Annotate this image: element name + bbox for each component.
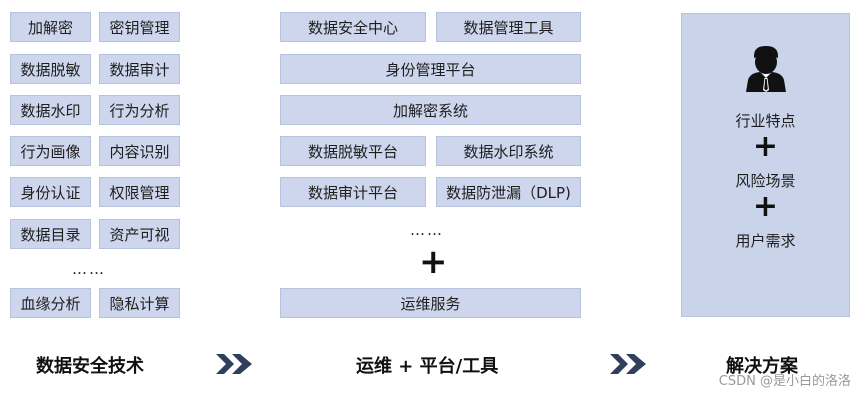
tech-item: 身份认证 [10,177,91,207]
tech-item: 加解密 [10,12,91,42]
tech-item: 血缘分析 [10,288,91,318]
tech-item: 资产可视 [99,219,180,249]
user-needs: 用户需求 [735,232,796,250]
platform-item: 数据安全中心 [280,12,426,42]
plus-sign: + [752,189,779,224]
platform-item: 数据防泄漏（DLP) [436,177,581,207]
tech-item: 数据脱敏 [10,54,91,84]
plus-sign: + [419,242,448,282]
double-chevron-right-icon [216,354,252,374]
service-item: 运维服务 [280,288,581,318]
tech-item: 行为分析 [99,95,180,125]
double-chevron-right-icon [610,354,646,374]
businessman-icon [746,46,786,92]
industry-features: 行业特点 [735,112,796,130]
tech-item: 内容识别 [99,136,180,166]
platform-item: 加解密系统 [280,95,581,125]
platform-item: 数据水印系统 [436,136,581,166]
tech-item: 权限管理 [99,177,180,207]
left-ellipsis: …… [72,260,106,278]
left-caption: 数据安全技术 [36,356,144,377]
tech-item: 隐私计算 [99,288,180,318]
watermark: CSDN @是小白的洛洛 [718,374,851,389]
platform-item: 数据脱敏平台 [280,136,426,166]
plus-sign: + [752,129,779,164]
platform-item: 数据审计平台 [280,177,426,207]
platform-item: 身份管理平台 [280,54,581,84]
solution-panel: 行业特点 + 风险场景 + 用户需求 [681,13,850,317]
middle-caption: 运维 + 平台/工具 [356,356,499,377]
tech-item: 行为画像 [10,136,91,166]
tech-item: 数据水印 [10,95,91,125]
tech-item: 数据审计 [99,54,180,84]
platform-item: 数据管理工具 [436,12,581,42]
right-caption: 解决方案 [726,356,798,377]
risk-scenarios: 风险场景 [735,172,796,190]
tech-item: 数据目录 [10,219,91,249]
tech-item: 密钥管理 [99,12,180,42]
middle-ellipsis: …… [410,221,444,239]
